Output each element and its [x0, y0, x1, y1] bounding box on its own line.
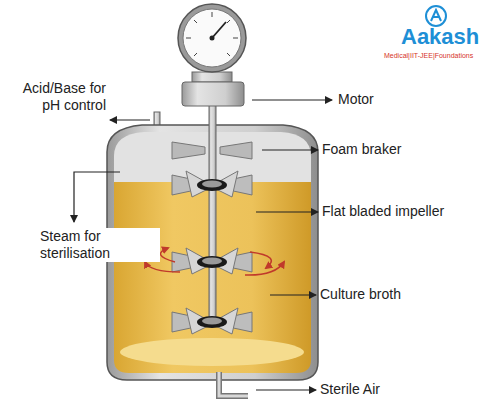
- port-label: Steam for sterilisation: [40, 228, 160, 262]
- part-label: Motor: [338, 91, 418, 108]
- part-label: Culture broth: [320, 286, 450, 303]
- part-label: Foam braker: [322, 141, 422, 158]
- port-label: Sterile Air: [320, 381, 430, 398]
- port-label: Acid/Base for pH control: [22, 80, 106, 114]
- logo-text: Aakash: [401, 24, 491, 50]
- logo-tagline: Medical|IIT-JEE|Foundations: [384, 51, 500, 60]
- part-label: Flat bladed impeller: [322, 203, 492, 220]
